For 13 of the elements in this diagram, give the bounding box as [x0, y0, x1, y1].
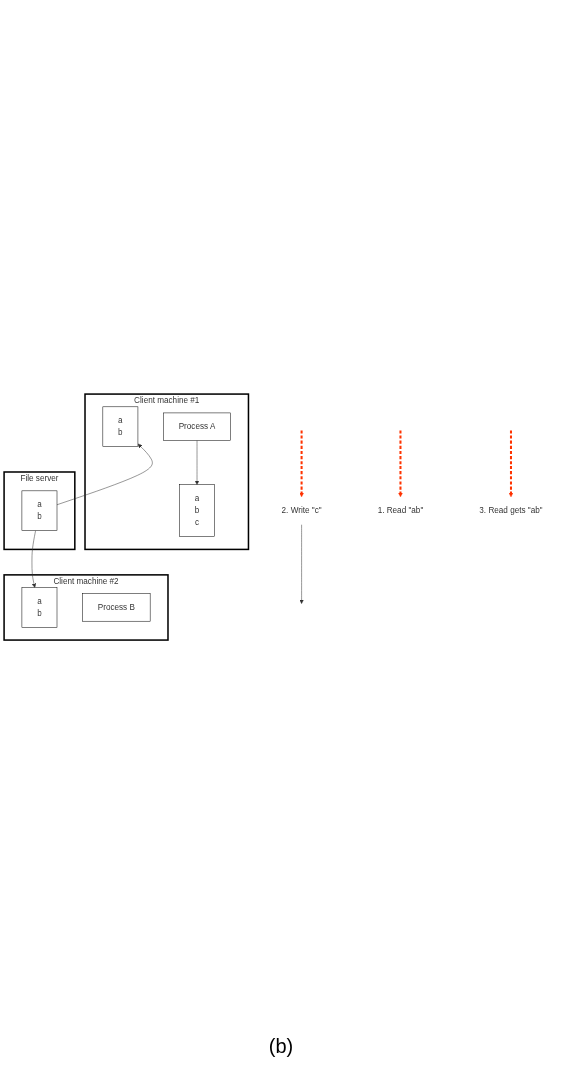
caption: (b) — [267, 1035, 295, 1058]
arrow — [299, 430, 304, 498]
node-text: 2. Write "c" — [281, 506, 322, 516]
arrow — [508, 430, 514, 498]
arrow — [398, 430, 403, 498]
node-box: Process A — [163, 413, 231, 442]
node-text: 3. Read gets "ab" — [479, 506, 543, 516]
node-box: a b — [21, 491, 58, 532]
node-box: a b — [102, 406, 139, 448]
node-text: 1. Read "ab" — [377, 506, 424, 516]
node-box: a b — [21, 587, 58, 628]
node-box: a b c — [179, 484, 215, 538]
node-box: Process B — [82, 593, 151, 622]
